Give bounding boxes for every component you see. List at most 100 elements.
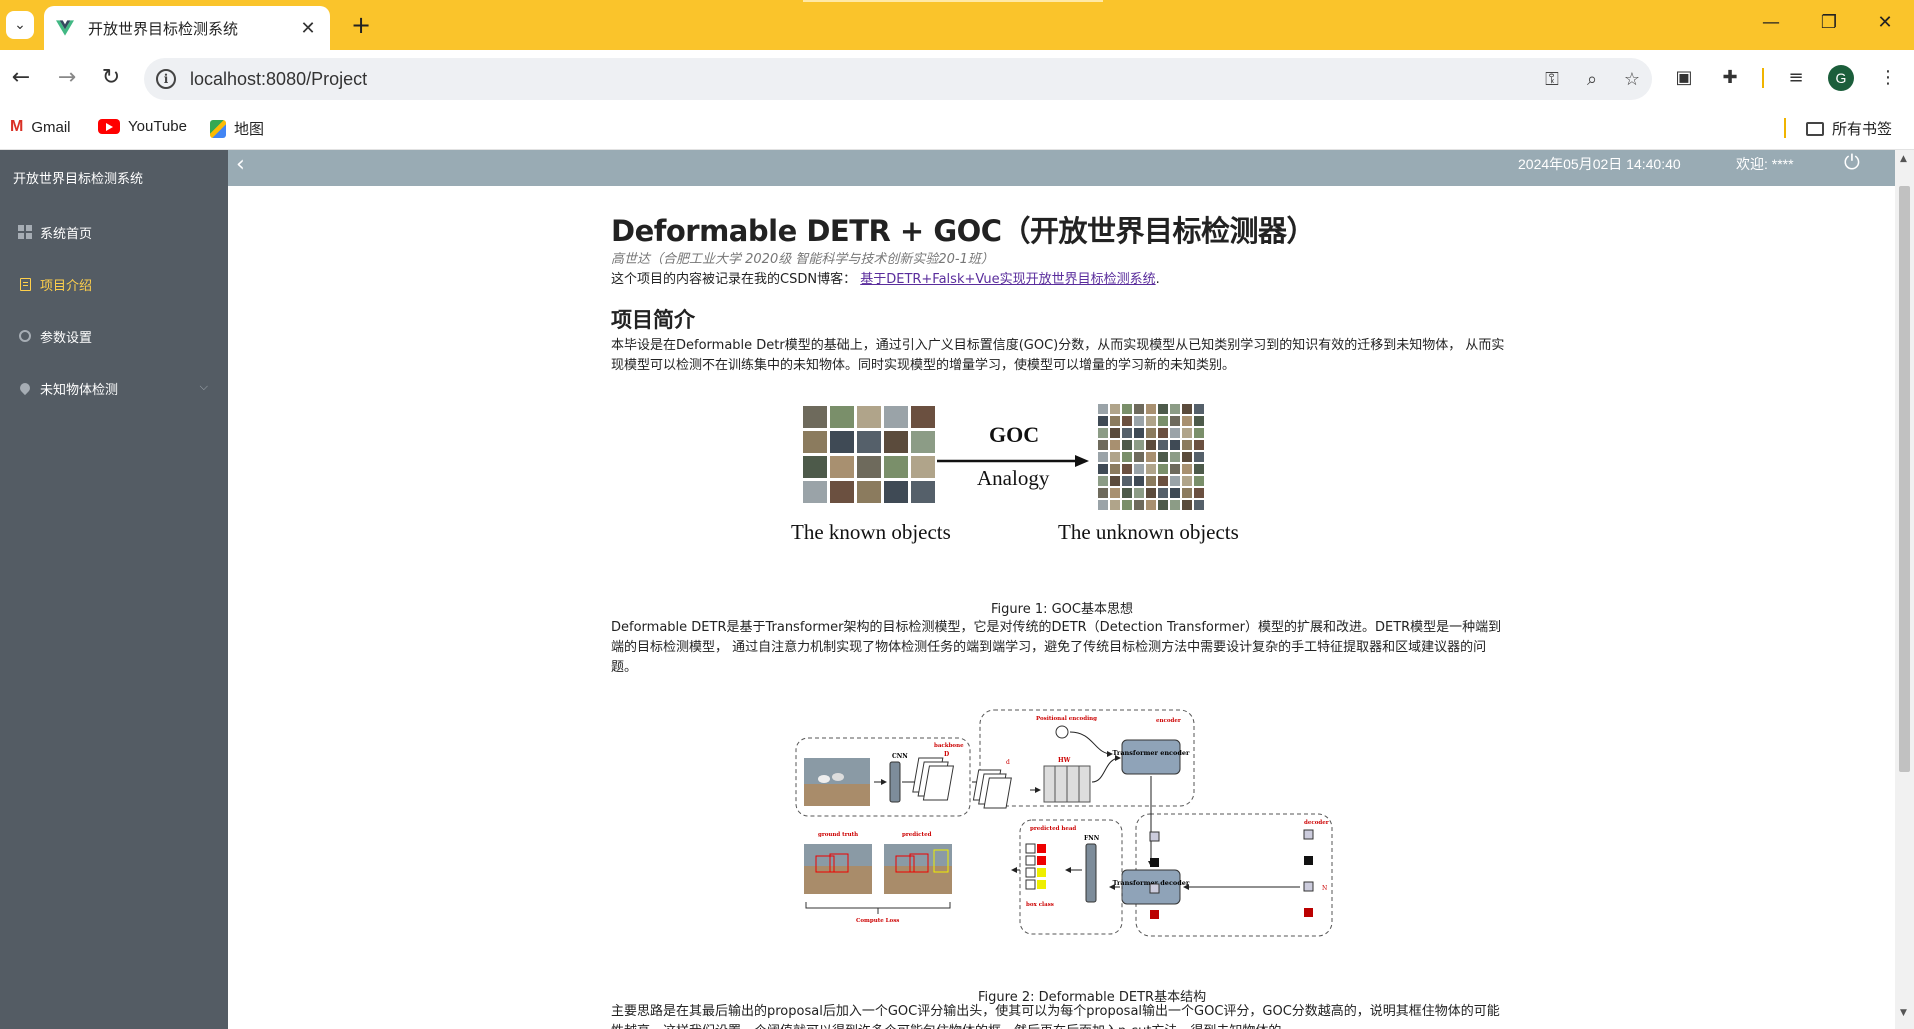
bookmark-youtube[interactable]: YouTube — [98, 118, 187, 135]
sidebar-item-project-intro[interactable]: 项目介绍 — [0, 258, 228, 310]
unknown-object-thumbnail — [1134, 440, 1144, 450]
intro-paragraph: 本毕设是在Deformable Detr模型的基础上，通过引入广义目标置信度(G… — [611, 338, 1505, 373]
unknown-object-thumbnail — [1098, 488, 1108, 498]
all-bookmarks[interactable]: 所有书签 — [1806, 118, 1892, 139]
goc-label: GOC — [989, 422, 1040, 447]
page-scrollbar[interactable]: ▲ ▼ — [1895, 150, 1914, 1029]
scroll-up-icon[interactable]: ▲ — [1900, 154, 1907, 164]
zoom-icon[interactable]: ⌕ — [1586, 68, 1598, 90]
unknown-object-thumbnail — [1182, 500, 1192, 510]
forward-icon[interactable]: → — [57, 65, 77, 90]
unknown-object-thumbnail — [1146, 404, 1156, 414]
minimize-icon[interactable]: — — [1762, 12, 1780, 33]
close-window-icon[interactable]: ✕ — [1877, 12, 1893, 33]
figure-deformable-detr-architecture: CNN backbone D Positional encoding encod… — [795, 709, 1333, 937]
site-info-icon[interactable]: i — [156, 69, 176, 89]
unknown-object-thumbnail — [1182, 416, 1192, 426]
detr-paragraph: Deformable DETR是基于Transformer架构的目标检测模型，它… — [611, 620, 1502, 675]
media-icon[interactable]: ≡ — [1788, 67, 1804, 88]
password-key-icon[interactable]: ⚿ — [1545, 68, 1559, 90]
new-tab-button[interactable]: + — [350, 11, 372, 39]
known-object-thumbnail — [911, 406, 935, 428]
reload-icon[interactable]: ↻ — [101, 65, 121, 90]
cnn-label: CNN — [892, 753, 908, 760]
unknown-object-thumbnail — [1182, 464, 1192, 474]
unknown-object-thumbnail — [1134, 404, 1144, 414]
unknown-object-thumbnail — [1170, 404, 1180, 414]
location-icon — [17, 380, 33, 396]
scroll-down-icon[interactable]: ▼ — [1900, 1008, 1907, 1018]
profile-avatar[interactable]: G — [1828, 65, 1854, 91]
d-upper-label: D — [944, 751, 949, 758]
sidebar-item-home[interactable]: 系统首页 — [0, 206, 228, 258]
unknown-object-thumbnail — [1146, 500, 1156, 510]
unknown-object-thumbnail — [1122, 488, 1132, 498]
unknown-object-thumbnail — [1122, 464, 1132, 474]
unknown-object-thumbnail — [1194, 452, 1204, 462]
known-objects-image-grid — [803, 406, 935, 503]
unknown-object-thumbnail — [1182, 476, 1192, 486]
known-object-thumbnail — [884, 431, 908, 453]
known-object-thumbnail — [911, 456, 935, 478]
backbone-label: backbone — [934, 743, 964, 749]
unknown-object-thumbnail — [1194, 488, 1204, 498]
unknown-object-thumbnail — [1182, 452, 1192, 462]
known-objects-label: The known objects — [791, 520, 951, 544]
unknown-object-thumbnail — [1098, 464, 1108, 474]
back-icon[interactable]: ← — [11, 65, 31, 90]
unknown-object-thumbnail — [1122, 500, 1132, 510]
maps-icon — [210, 119, 226, 138]
encoder-label: encoder — [1156, 718, 1181, 724]
hw-label: HW — [1058, 757, 1071, 764]
bookmark-maps[interactable]: 地图 — [210, 118, 264, 139]
bookmarks-divider — [1784, 118, 1786, 138]
welcome-user: 欢迎: **** — [1736, 156, 1794, 172]
close-tab-icon[interactable]: ✕ — [300, 17, 316, 39]
unknown-object-thumbnail — [1122, 452, 1132, 462]
browser-tab[interactable]: 开放世界目标检测系统 ✕ — [44, 6, 330, 50]
folder-icon — [1806, 121, 1824, 136]
app-root: 开放世界目标检测系统 系统首页 项目介绍 参数设置 未知物体检测 ⌵ ‹ 202… — [0, 150, 1914, 1029]
sidebar-item-settings[interactable]: 参数设置 — [0, 310, 228, 362]
unknown-object-thumbnail — [1170, 416, 1180, 426]
restore-icon[interactable]: ❐ — [1820, 12, 1838, 33]
unknown-object-thumbnail — [1134, 452, 1144, 462]
main-idea-paragraph: 主要思路是在其最后输出的proposal后加入一个GOC评分输出头，使其可以为每… — [611, 1004, 1500, 1029]
csdn-blog-link[interactable]: 基于DETR+Falsk+Vue实现开放世界目标检测系统 — [860, 272, 1156, 287]
unknown-object-thumbnail — [1146, 428, 1156, 438]
sidebar-item-label: 参数设置 — [40, 330, 93, 346]
chevron-down-icon[interactable]: ⌵ — [199, 380, 208, 393]
bookmark-gmail[interactable]: M Gmail — [10, 118, 71, 136]
unknown-object-thumbnail — [1146, 464, 1156, 474]
tab-strip-indicator — [803, 0, 1103, 2]
menu-kebab-icon[interactable]: ⋮ — [1879, 67, 1897, 88]
unknown-object-thumbnail — [1110, 404, 1120, 414]
known-object-thumbnail — [803, 456, 827, 478]
positional-encoding-label: Positional encoding — [1036, 716, 1097, 722]
current-datetime: 2024年05月02日 14:40:40 — [1518, 156, 1681, 172]
unknown-object-thumbnail — [1158, 452, 1168, 462]
known-object-thumbnail — [911, 431, 935, 453]
figure1-caption: Figure 1: GOC基本思想 — [991, 602, 1133, 617]
unknown-object-thumbnail — [1158, 428, 1168, 438]
scrollbar-thumb[interactable] — [1899, 186, 1910, 772]
tab-search-button[interactable]: ⌄ — [6, 11, 34, 39]
unknown-object-thumbnail — [1194, 464, 1204, 474]
extension-icon[interactable]: ▣ — [1675, 67, 1693, 88]
known-object-thumbnail — [857, 481, 881, 503]
unknown-object-thumbnail — [1158, 476, 1168, 486]
address-bar[interactable]: i localhost:8080/Project ⚿ ⌕ ☆ — [144, 58, 1652, 100]
collapse-sidebar-icon[interactable]: ‹ — [236, 152, 245, 177]
logout-power-icon[interactable]: ⏻ — [1844, 150, 1860, 174]
unknown-object-thumbnail — [1182, 440, 1192, 450]
bookmark-star-icon[interactable]: ☆ — [1623, 68, 1641, 90]
puzzle-icon[interactable]: ✚ — [1722, 67, 1738, 88]
unknown-object-thumbnail — [1098, 500, 1108, 510]
known-object-thumbnail — [857, 431, 881, 453]
url-text[interactable]: localhost:8080/Project — [190, 68, 368, 89]
unknown-object-thumbnail — [1110, 416, 1120, 426]
unknown-object-thumbnail — [1194, 476, 1204, 486]
sidebar-item-unknown-detection[interactable]: 未知物体检测 ⌵ — [0, 362, 228, 414]
unknown-object-thumbnail — [1122, 440, 1132, 450]
bookmark-label: 地图 — [234, 121, 265, 138]
